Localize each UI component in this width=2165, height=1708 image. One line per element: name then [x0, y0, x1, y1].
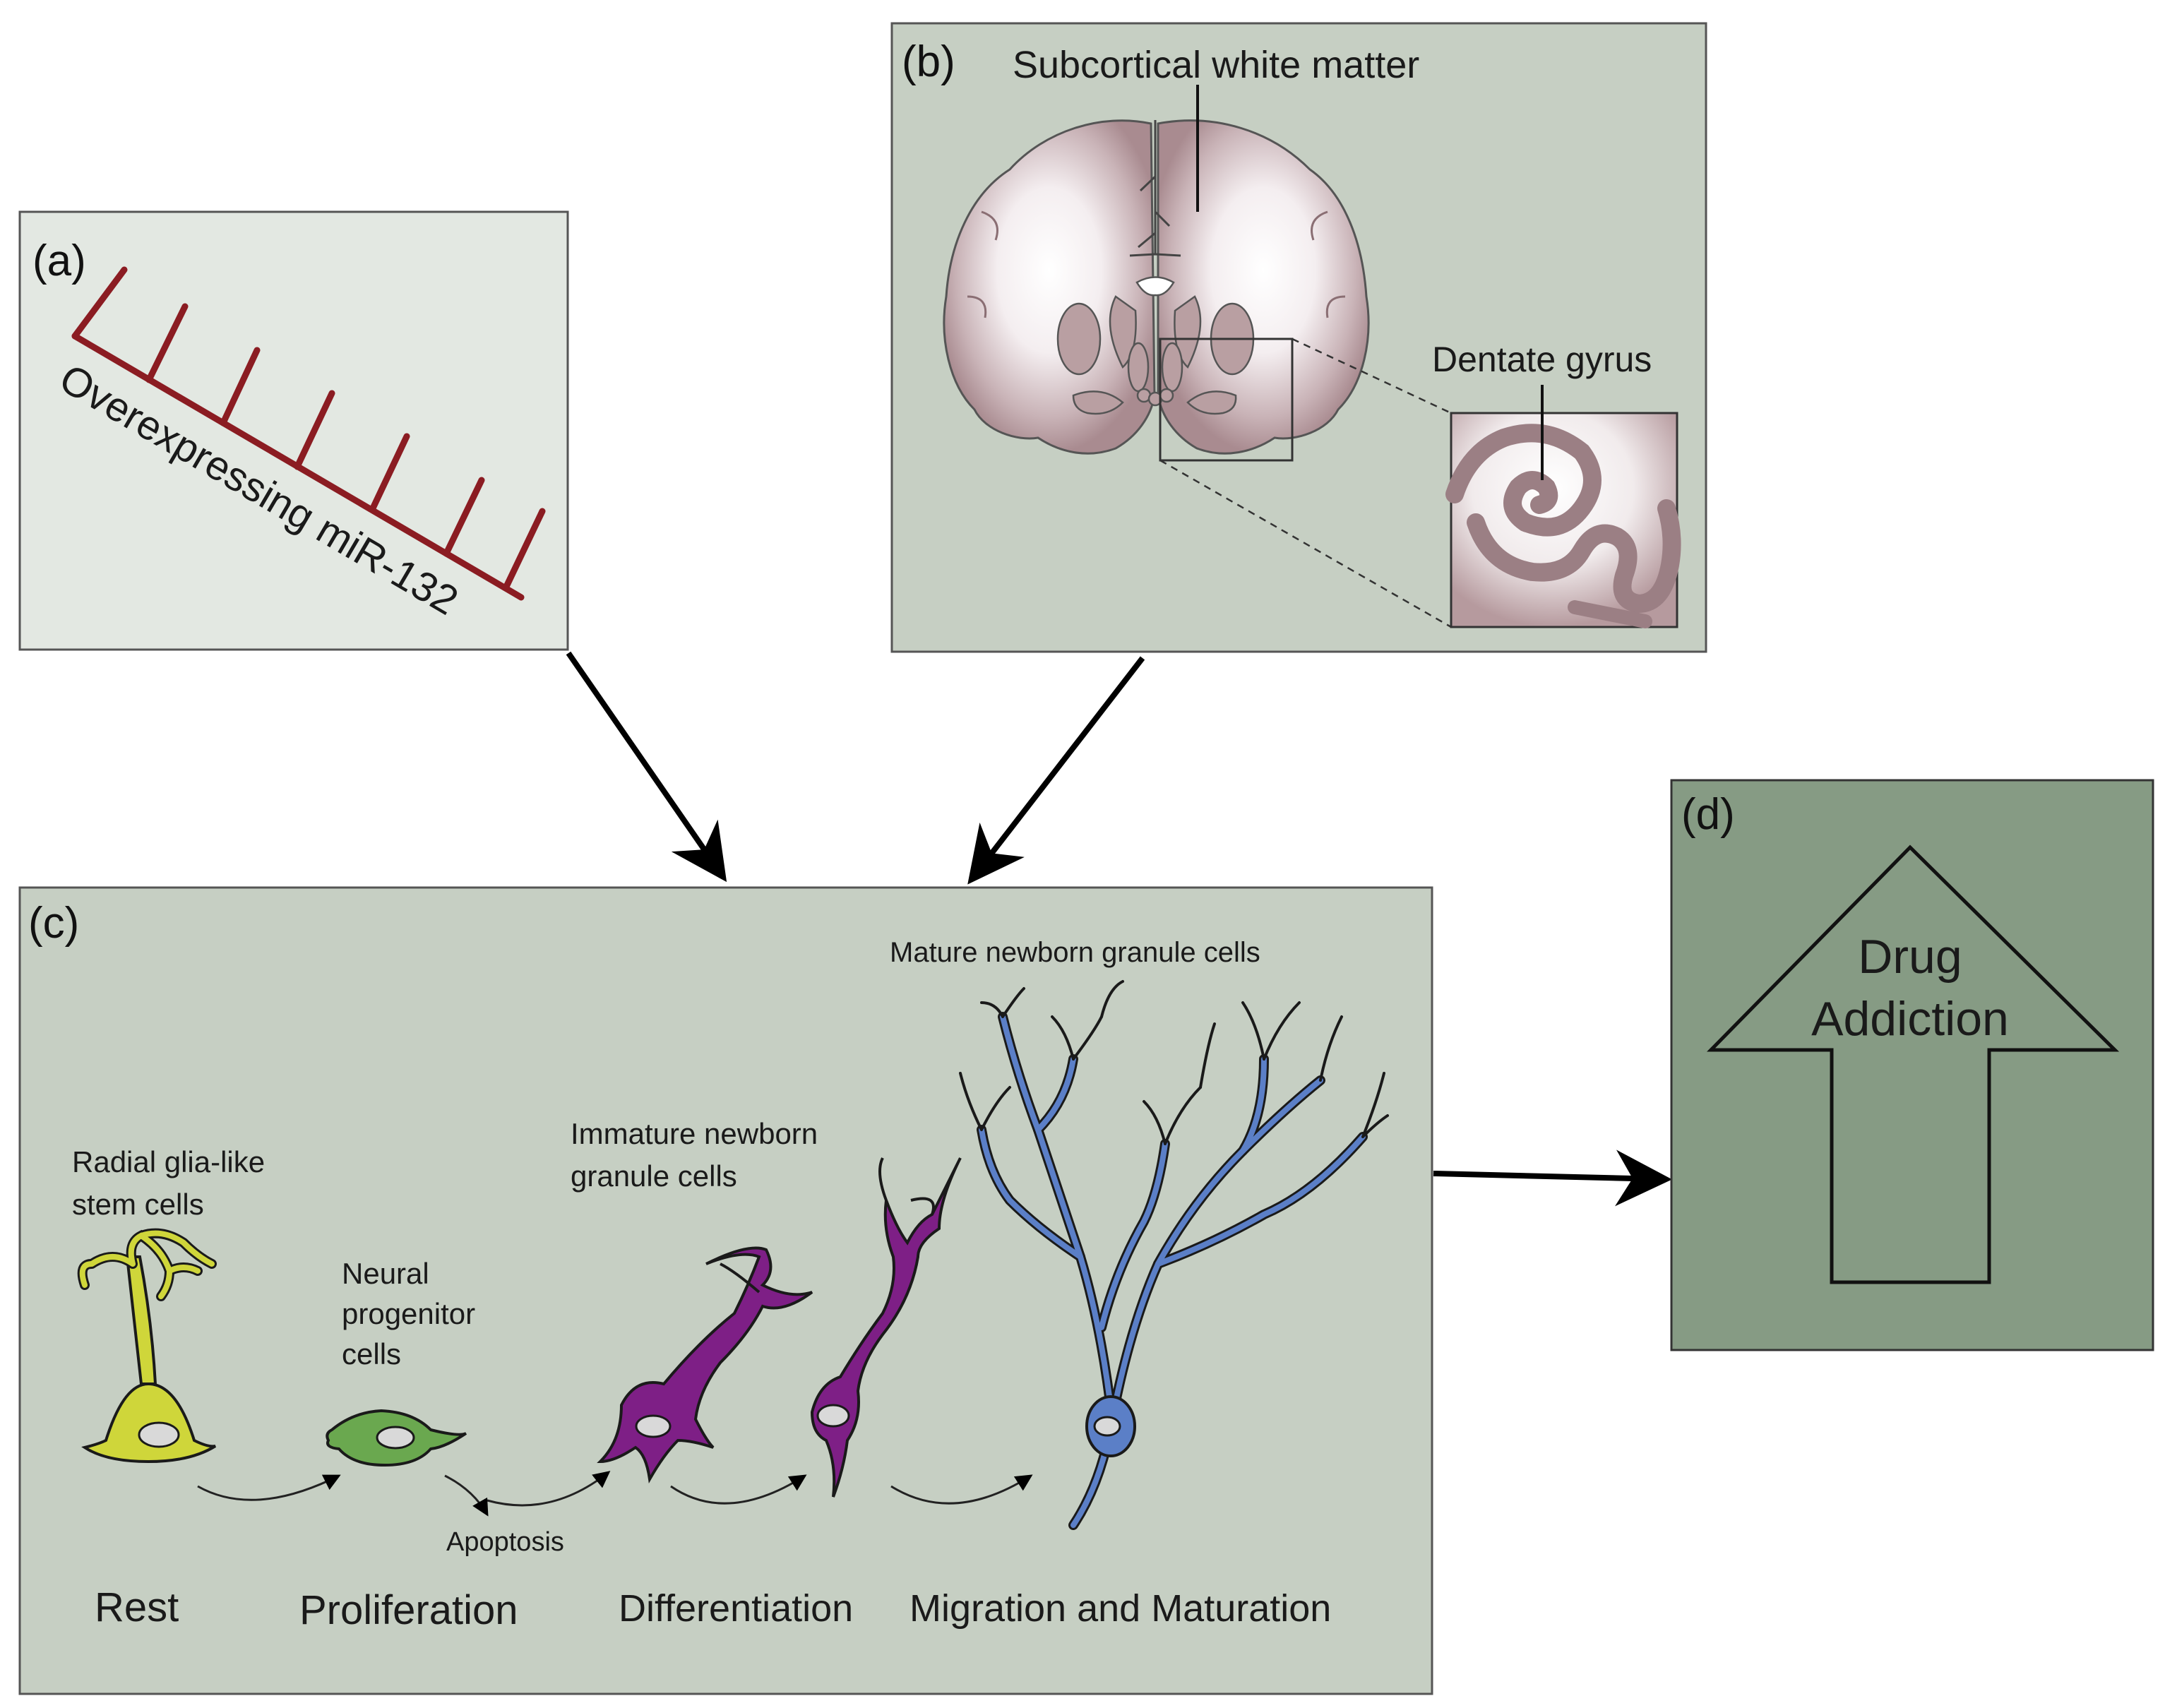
panel-a: (a) Overexpressing miR-132 — [18, 210, 569, 651]
stem-cell-icon — [77, 1228, 217, 1464]
panel-c-letter: (c) — [28, 899, 79, 948]
immature-cell-2-icon — [810, 1157, 962, 1498]
panel-d: (d) Drug Addiction — [1670, 779, 2154, 1351]
arrow-c-to-d — [1433, 1149, 1672, 1207]
label-progenitor-line3: cells — [342, 1337, 401, 1370]
panel-b-letter: (b) — [902, 37, 955, 86]
panel-d-letter: (d) — [1681, 790, 1735, 839]
immature-cell-1-icon — [597, 1246, 813, 1484]
stage-rest: Rest — [95, 1584, 179, 1630]
stage-migration-maturation: Migration and Maturation — [909, 1587, 1331, 1630]
mature-cell-icon — [959, 980, 1389, 1530]
panel-c-box — [18, 886, 1433, 1695]
label-immature-line2: granule cells — [571, 1159, 737, 1193]
panel-a-letter: (a) — [32, 237, 86, 285]
dentate-gyrus-inset — [1445, 385, 1681, 628]
panel-d-line2: Addiction — [1811, 992, 2009, 1046]
label-apoptosis: Apoptosis — [446, 1527, 564, 1557]
label-stem-line2: stem cells — [72, 1188, 204, 1221]
label-immature-line1: Immature newborn — [571, 1117, 818, 1150]
label-mature: Mature newborn granule cells — [890, 937, 1260, 968]
brain-coronal-section-icon — [943, 85, 1370, 455]
panel-d-line1: Drug — [1858, 930, 1962, 984]
label-stem-line1: Radial glia-like — [72, 1145, 265, 1178]
label-progenitor-line2: progenitor — [342, 1297, 475, 1330]
panel-c: (c) Radial glia-like stem cells Neural p… — [18, 886, 1433, 1695]
arrow-a-to-c — [566, 651, 727, 883]
stage-differentiation: Differentiation — [619, 1587, 853, 1630]
transition-arrows — [197, 1471, 1033, 1517]
panel-b-label-top: Subcortical white matter — [1013, 44, 1419, 86]
label-progenitor-line1: Neural — [342, 1257, 429, 1290]
progenitor-cell-icon — [326, 1409, 467, 1467]
panel-b-label-inset: Dentate gyrus — [1432, 340, 1652, 379]
stage-proliferation: Proliferation — [299, 1587, 518, 1633]
up-arrow-icon — [1707, 844, 2120, 1284]
dentate-selection-box — [1159, 338, 1294, 462]
mirna-hairpin-icon — [71, 266, 546, 601]
panel-d-box — [1670, 779, 2154, 1351]
panel-a-box — [18, 210, 569, 651]
panel-b: (b) Subcortical white matter — [890, 22, 1707, 653]
connector-arrows — [566, 651, 1672, 1207]
arrow-b-to-c — [967, 656, 1145, 885]
